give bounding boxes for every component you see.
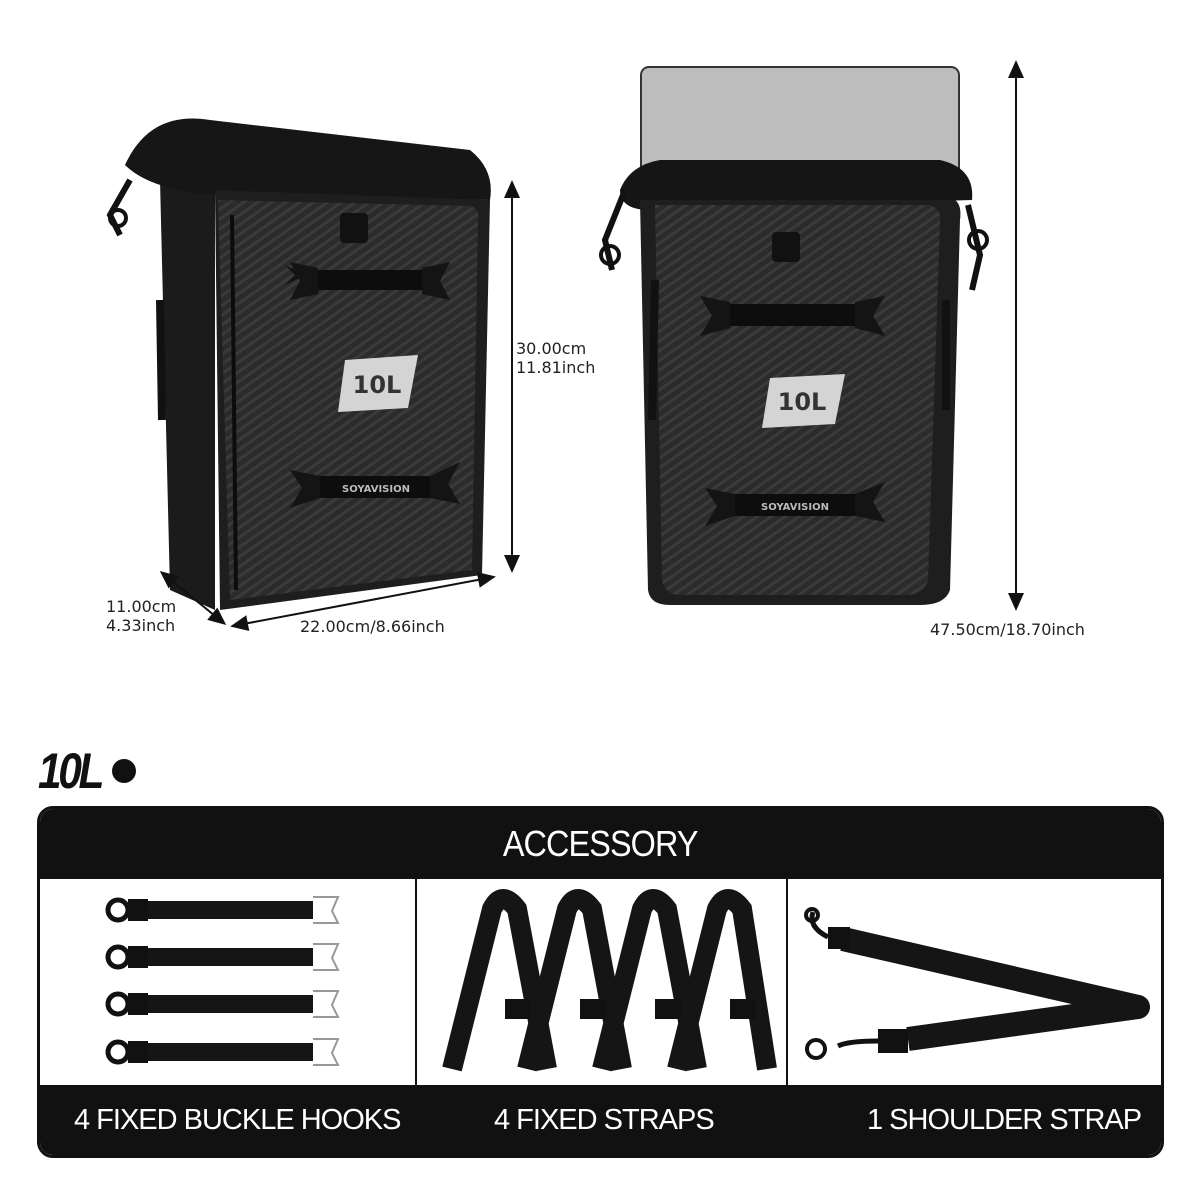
svg-text:10L: 10L [353, 371, 402, 399]
bag-capacity-badge: 10L [338, 355, 418, 412]
bag-extended-view: 10L SOYAVISION [599, 66, 989, 605]
capacity-label: 10L [38, 743, 104, 799]
accessory-item-fixed-straps [417, 879, 786, 1089]
height-label: 30.00cm 11.81inch [516, 339, 596, 377]
divider [415, 879, 417, 1089]
accessory-header: ACCESSORY [40, 809, 1161, 879]
bag-front-view: 10L SOYAVISION [106, 118, 491, 610]
accessory-footer: 4 FIXED BUCKLE HOOKS 4 FIXED STRAPS 1 SH… [40, 1085, 1161, 1155]
shoulder-strap-icon [804, 907, 1150, 1060]
product-illustration: 10L SOYAVISION 10L [106, 60, 1024, 632]
svg-text:SOYAVISION: SOYAVISION [761, 502, 829, 513]
capacity-heading: 10L [38, 742, 137, 800]
accessory-panel: ACCESSORY [37, 806, 1164, 1158]
depth-label: 11.00cm 4.33inch [106, 597, 177, 635]
bullet-dot-icon [112, 759, 137, 783]
accessory-item-shoulder-strap [788, 879, 1161, 1089]
accessory-title: ACCESSORY [503, 823, 699, 864]
svg-text:SOYAVISION: SOYAVISION [342, 484, 410, 495]
accessory-label-fixed-straps: 4 FIXED STRAPS [494, 1104, 715, 1136]
accessory-label-buckle-hooks: 4 FIXED BUCKLE HOOKS [74, 1104, 401, 1136]
width-label: 22.00cm/8.66inch [300, 617, 445, 636]
depth-arrow [159, 570, 227, 626]
accessory-item-buckle-hooks [40, 879, 415, 1089]
buckle-hook-strap-icon [105, 896, 340, 1066]
accessory-label-shoulder-strap: 1 SHOULDER STRAP [867, 1104, 1142, 1136]
divider [786, 879, 788, 1089]
extended-height-label: 47.50cm/18.70inch [930, 620, 1085, 639]
width-arrow [230, 571, 496, 632]
fixed-strap-icon [442, 889, 777, 1072]
svg-text:10L: 10L [778, 388, 827, 416]
